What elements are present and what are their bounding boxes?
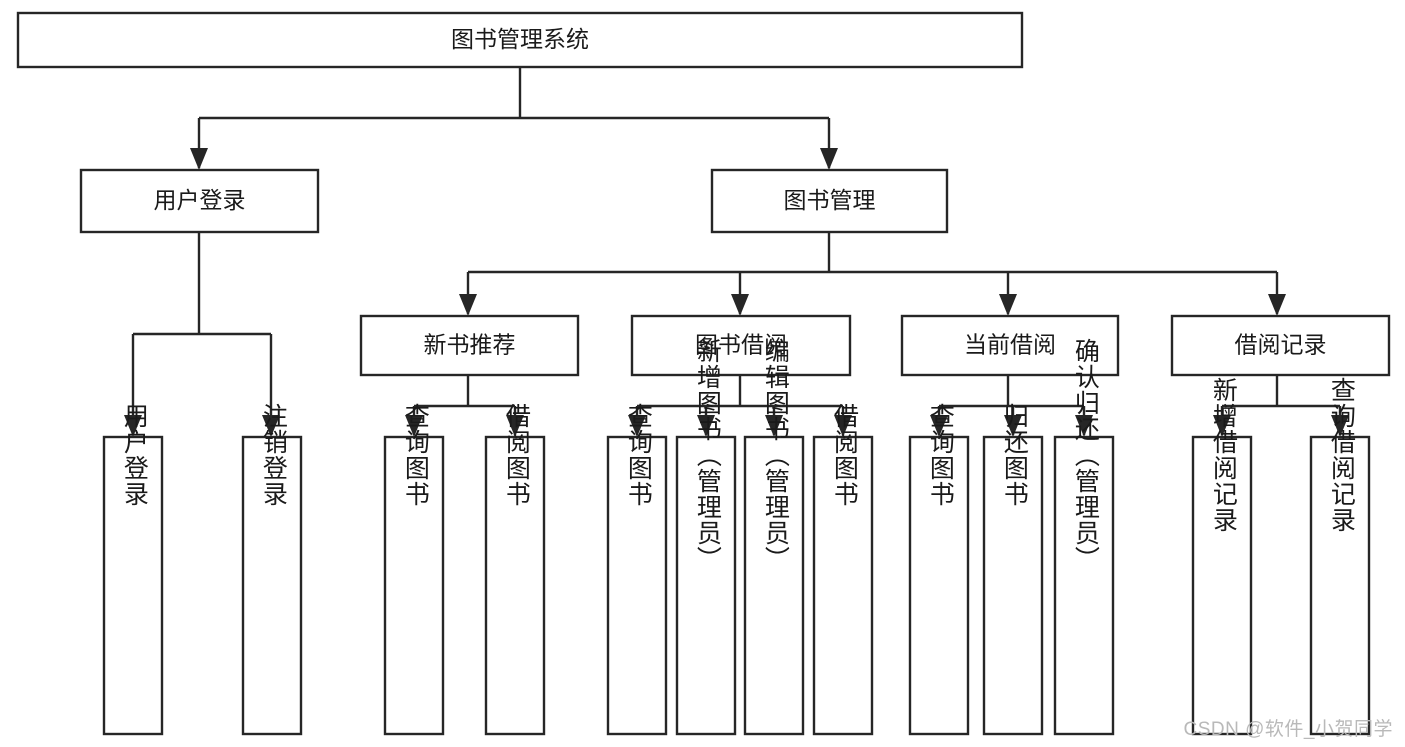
node-box-book-borrow[interactable] xyxy=(630,314,852,377)
node-label-book-borrow: 图书借阅 xyxy=(695,332,787,358)
leaf-node-leaf-add-book-admin[interactable]: 新增图书（管理员） xyxy=(675,338,737,736)
node-label-leaf-confirm-return-admin: 确认归还（管理员） xyxy=(1071,338,1100,572)
leaf-arrow-icon-new-book-recommend-0 xyxy=(405,415,423,437)
node-box-leaf-borrow-book-recommend[interactable] xyxy=(484,435,546,736)
node-box-new-book-recommend[interactable] xyxy=(359,314,580,377)
node-label-book-manage: 图书管理 xyxy=(784,187,876,213)
leaf-node-leaf-user-login[interactable]: 用户登录 xyxy=(102,403,164,736)
level3-arrow-icon-2 xyxy=(999,294,1017,316)
leaf-arrow-icon-book-borrow-3 xyxy=(834,415,852,437)
leaf-arrow-icon-book-borrow-2 xyxy=(765,415,783,437)
node-label-user-login: 用户登录 xyxy=(154,187,246,213)
leaf-arrow-icon-current-borrow-1 xyxy=(1004,415,1022,437)
node-label-root: 图书管理系统 xyxy=(451,26,589,52)
leaf-node-leaf-query-borrow-record[interactable]: 查询借阅记录 xyxy=(1309,377,1371,736)
leaf-arrow-icon-book-borrow-1 xyxy=(697,415,715,437)
leaf-arrow-icon-book-borrow-0 xyxy=(628,415,646,437)
node-label-leaf-query-book-current: 查询图书 xyxy=(926,403,955,507)
leaf-arrow-icon-user-login-0 xyxy=(124,415,142,437)
node-box-leaf-user-login[interactable] xyxy=(102,435,164,736)
level3-node-borrow-record[interactable]: 借阅记录 xyxy=(1170,314,1391,377)
node-box-leaf-return-book[interactable] xyxy=(982,435,1044,736)
node-box-leaf-logout[interactable] xyxy=(241,435,303,736)
level3-node-current-borrow[interactable]: 当前借阅 xyxy=(900,314,1120,377)
node-box-leaf-borrow-book[interactable] xyxy=(812,435,874,736)
node-box-leaf-confirm-return-admin[interactable] xyxy=(1053,435,1115,736)
node-label-borrow-record: 借阅记录 xyxy=(1235,332,1327,358)
node-label-leaf-add-book-admin: 新增图书（管理员） xyxy=(693,338,722,572)
node-label-leaf-query-borrow-record: 查询借阅记录 xyxy=(1327,377,1356,533)
leaf-node-leaf-add-borrow-record[interactable]: 新增借阅记录 xyxy=(1191,377,1253,736)
node-box-leaf-edit-book-admin[interactable] xyxy=(743,435,805,736)
level3-arrow-icon-0 xyxy=(459,294,477,316)
node-box-leaf-add-borrow-record[interactable] xyxy=(1191,435,1253,736)
node-box-current-borrow[interactable] xyxy=(900,314,1120,377)
leaf-node-leaf-query-book-current[interactable]: 查询图书 xyxy=(908,403,970,736)
leaf-arrow-icon-current-borrow-0 xyxy=(930,415,948,437)
node-label-leaf-add-borrow-record: 新增借阅记录 xyxy=(1209,377,1238,533)
node-label-leaf-user-login: 用户登录 xyxy=(120,403,149,507)
node-box-leaf-query-book-recommend[interactable] xyxy=(383,435,445,736)
node-box-borrow-record[interactable] xyxy=(1170,314,1391,377)
level3-arrow-icon-3 xyxy=(1268,294,1286,316)
leaf-node-leaf-edit-book-admin[interactable]: 编辑图书（管理员） xyxy=(743,338,805,736)
level2-node-user-login[interactable]: 用户登录 xyxy=(79,168,320,234)
node-box-leaf-query-book-current[interactable] xyxy=(908,435,970,736)
node-label-leaf-edit-book-admin: 编辑图书（管理员） xyxy=(761,338,790,572)
connectors-layer xyxy=(124,67,1349,437)
level2-node-book-manage[interactable]: 图书管理 xyxy=(710,168,949,234)
leaf-arrow-icon-current-borrow-2 xyxy=(1075,415,1093,437)
node-label-leaf-logout: 注销登录 xyxy=(259,403,288,507)
node-label-leaf-return-book: 归还图书 xyxy=(1000,403,1029,507)
leaf-arrow-icon-user-login-1 xyxy=(262,415,280,437)
level2-arrow-icon-1 xyxy=(820,148,838,170)
leaf-node-leaf-query-book-borrow[interactable]: 查询图书 xyxy=(606,403,668,736)
node-label-leaf-query-book-recommend: 查询图书 xyxy=(401,403,430,507)
node-box-book-manage[interactable] xyxy=(710,168,949,234)
level3-node-new-book-recommend[interactable]: 新书推荐 xyxy=(359,314,580,377)
node-box-leaf-add-book-admin[interactable] xyxy=(675,435,737,736)
leaf-node-leaf-return-book[interactable]: 归还图书 xyxy=(982,403,1044,736)
leaf-node-leaf-confirm-return-admin[interactable]: 确认归还（管理员） xyxy=(1053,338,1115,736)
node-label-leaf-borrow-book-recommend: 借阅图书 xyxy=(502,403,531,507)
root-node-root[interactable]: 图书管理系统 xyxy=(16,11,1024,69)
level3-arrow-icon-1 xyxy=(731,294,749,316)
level2-arrow-icon-0 xyxy=(190,148,208,170)
leaf-arrow-icon-borrow-record-1 xyxy=(1331,415,1349,437)
nodes-layer: 图书管理系统用户登录图书管理新书推荐图书借阅当前借阅借阅记录用户登录注销登录查询… xyxy=(16,11,1391,736)
node-box-leaf-query-borrow-record[interactable] xyxy=(1309,435,1371,736)
leaf-node-leaf-query-book-recommend[interactable]: 查询图书 xyxy=(383,403,445,736)
leaf-arrow-icon-borrow-record-0 xyxy=(1213,415,1231,437)
node-label-current-borrow: 当前借阅 xyxy=(964,332,1056,358)
node-box-user-login[interactable] xyxy=(79,168,320,234)
level3-node-book-borrow[interactable]: 图书借阅 xyxy=(630,314,852,377)
leaf-node-leaf-borrow-book[interactable]: 借阅图书 xyxy=(812,403,874,736)
leaf-node-leaf-logout[interactable]: 注销登录 xyxy=(241,403,303,736)
node-label-leaf-query-book-borrow: 查询图书 xyxy=(624,403,653,507)
node-box-leaf-query-book-borrow[interactable] xyxy=(606,435,668,736)
node-label-new-book-recommend: 新书推荐 xyxy=(424,332,516,358)
node-box-root[interactable] xyxy=(16,11,1024,69)
leaf-node-leaf-borrow-book-recommend[interactable]: 借阅图书 xyxy=(484,403,546,736)
leaf-arrow-icon-new-book-recommend-1 xyxy=(506,415,524,437)
node-label-leaf-borrow-book: 借阅图书 xyxy=(830,403,859,507)
